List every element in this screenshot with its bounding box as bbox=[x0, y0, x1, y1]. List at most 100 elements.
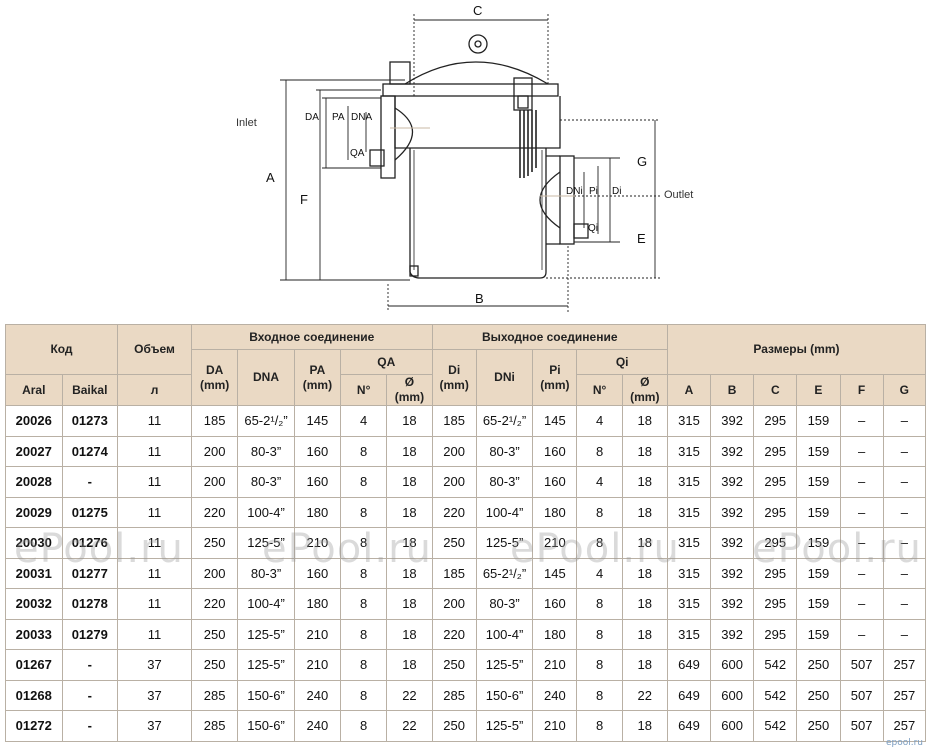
table-cell: 8 bbox=[576, 435, 623, 467]
table-cell: 315 bbox=[666, 557, 712, 589]
table-cell: 4 bbox=[340, 405, 388, 437]
table-cell: 8 bbox=[576, 679, 623, 711]
table-cell: 185 bbox=[431, 557, 477, 589]
specification-table: Код Объем Входное соединение Выходное со… bbox=[4, 324, 927, 742]
table-cell: 649 bbox=[666, 679, 712, 711]
table-cell: 01268 bbox=[5, 679, 63, 711]
table-cell: 20033 bbox=[5, 618, 63, 650]
table-cell: 11 bbox=[117, 618, 193, 650]
dim-label-g: G bbox=[637, 154, 647, 169]
table-cell: 01272 bbox=[5, 710, 63, 742]
table-cell: 315 bbox=[666, 496, 712, 528]
table-cell: – bbox=[839, 405, 884, 437]
table-cell: 257 bbox=[882, 710, 927, 742]
table-cell: 392 bbox=[710, 618, 755, 650]
table-cell: 250 bbox=[431, 649, 477, 681]
table-cell: – bbox=[839, 527, 884, 559]
table-cell: 392 bbox=[710, 496, 755, 528]
table-cell: 18 bbox=[621, 527, 668, 559]
table-cell: - bbox=[61, 466, 119, 498]
table-cell: 4 bbox=[576, 466, 623, 498]
table-cell: 01275 bbox=[61, 496, 119, 528]
table-cell: 11 bbox=[117, 527, 193, 559]
table-cell: 11 bbox=[117, 435, 193, 467]
header-qi-d: Ø(mm) bbox=[621, 374, 668, 406]
table-cell: 240 bbox=[532, 679, 578, 711]
table-cell: 315 bbox=[666, 405, 712, 437]
table-cell: – bbox=[839, 588, 884, 620]
table-cell: 220 bbox=[431, 496, 477, 528]
dim-label-f: F bbox=[300, 192, 308, 207]
table-cell: 200 bbox=[431, 466, 477, 498]
table-cell: – bbox=[839, 466, 884, 498]
table-cell: 240 bbox=[293, 710, 342, 742]
table-cell: 65-2¹/₂” bbox=[475, 405, 534, 437]
table-cell: 20028 bbox=[5, 466, 63, 498]
dim-label-pa: PA bbox=[332, 112, 345, 123]
table-cell: 20026 bbox=[5, 405, 63, 437]
table-cell: 145 bbox=[532, 405, 578, 437]
table-cell: 01276 bbox=[61, 527, 119, 559]
table-cell: – bbox=[882, 527, 927, 559]
header-qi-no: N° bbox=[576, 374, 623, 406]
table-cell: 37 bbox=[117, 710, 193, 742]
table-cell: - bbox=[61, 679, 119, 711]
dim-label-da: DA bbox=[305, 112, 319, 123]
dim-label-c: C bbox=[473, 3, 482, 18]
table-cell: 100-4” bbox=[475, 496, 534, 528]
table-cell: 18 bbox=[621, 405, 668, 437]
table-cell: 100-4” bbox=[237, 588, 295, 620]
table-cell: 295 bbox=[753, 588, 798, 620]
filter-schematic: Inlet Outlet C A F B G E DA PA DNA QA DN… bbox=[236, 3, 693, 312]
table-cell: 18 bbox=[621, 649, 668, 681]
table-cell: 220 bbox=[431, 618, 477, 650]
header-g: G bbox=[882, 374, 927, 406]
table-cell: 257 bbox=[882, 649, 927, 681]
table-cell: 125-5” bbox=[475, 710, 534, 742]
table-cell: 159 bbox=[796, 405, 841, 437]
table-cell: – bbox=[882, 618, 927, 650]
table-cell: 80-3” bbox=[475, 466, 534, 498]
table-cell: 160 bbox=[293, 557, 342, 589]
table-cell: 285 bbox=[191, 710, 239, 742]
table-cell: 392 bbox=[710, 588, 755, 620]
dim-label-a: A bbox=[266, 170, 275, 185]
dim-label-e: E bbox=[637, 231, 646, 246]
table-cell: 257 bbox=[882, 679, 927, 711]
table-cell: 150-6” bbox=[475, 679, 534, 711]
table-cell: 18 bbox=[386, 618, 433, 650]
table-cell: 22 bbox=[621, 679, 668, 711]
table-cell: 20032 bbox=[5, 588, 63, 620]
dim-label-b: B bbox=[475, 291, 484, 306]
table-cell: 8 bbox=[576, 710, 623, 742]
table-cell: 18 bbox=[386, 588, 433, 620]
table-cell: 18 bbox=[621, 588, 668, 620]
table-cell: 210 bbox=[532, 710, 578, 742]
table-cell: - bbox=[61, 710, 119, 742]
header-qa-d: Ø(mm) bbox=[386, 374, 433, 406]
table-cell: 8 bbox=[340, 649, 388, 681]
table-cell: 315 bbox=[666, 435, 712, 467]
table-cell: 37 bbox=[117, 649, 193, 681]
table-cell: 20029 bbox=[5, 496, 63, 528]
table-cell: 200 bbox=[191, 557, 239, 589]
table-cell: 150-6” bbox=[237, 679, 295, 711]
table-cell: 392 bbox=[710, 557, 755, 589]
table-cell: 18 bbox=[621, 557, 668, 589]
header-pa: PA(mm) bbox=[293, 349, 342, 406]
table-cell: – bbox=[839, 618, 884, 650]
table-cell: 18 bbox=[386, 557, 433, 589]
table-cell: 295 bbox=[753, 557, 798, 589]
table-cell: 507 bbox=[839, 649, 884, 681]
header-c: C bbox=[753, 374, 798, 406]
table-cell: 185 bbox=[431, 405, 477, 437]
table-cell: 159 bbox=[796, 588, 841, 620]
table-cell: 150-6” bbox=[237, 710, 295, 742]
table-cell: – bbox=[882, 435, 927, 467]
